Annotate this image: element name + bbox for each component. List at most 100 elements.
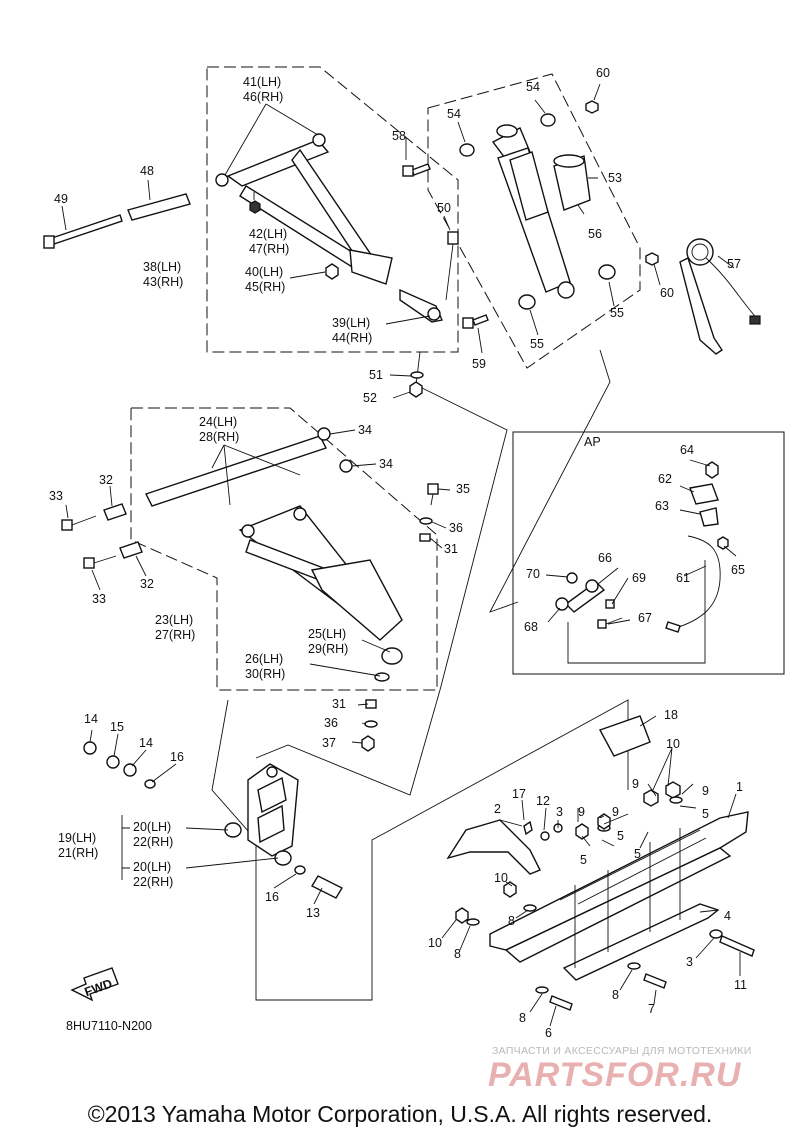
guide-line-ap-bottom: [567, 560, 706, 664]
upper-a-arm: [215, 133, 393, 285]
label-55a: 55: [610, 306, 624, 320]
label-9a: 9: [632, 777, 639, 791]
bolt-58: [402, 163, 431, 177]
guide-line-spindle-to-ski: [211, 699, 629, 1001]
bolt-35: [427, 483, 439, 506]
label-58: 58: [392, 129, 406, 143]
label-43: 43(RH): [143, 275, 183, 289]
label-42: 42(LH): [249, 227, 287, 241]
part-labels: 41(LH) 46(RH) 48 49 42(LH) 47(RH) 38(LH)…: [49, 66, 747, 1040]
label-36a: 36: [449, 521, 463, 535]
label-68: 68: [524, 620, 538, 634]
washers-36-31: [419, 517, 433, 542]
label-54a: 54: [447, 107, 461, 121]
label-16a: 16: [170, 750, 184, 764]
lower-a-arm: [145, 427, 403, 641]
label-46: 46(RH): [243, 90, 283, 104]
label-44: 44(RH): [332, 331, 372, 345]
label-34a: 34: [358, 423, 372, 437]
nut-42-47: [249, 200, 261, 214]
label-26: 26(LH): [245, 652, 283, 666]
label-32a: 32: [99, 473, 113, 487]
label-27: 27(RH): [155, 628, 195, 642]
label-10a: 10: [666, 737, 680, 751]
washer-51: [410, 371, 424, 379]
label-59: 59: [472, 357, 486, 371]
label-10b: 10: [494, 871, 508, 885]
washer-26-30: [374, 672, 390, 682]
label-20a: 20(LH): [133, 820, 171, 834]
guide-line-shock-to-ap: [489, 349, 611, 613]
label-21: 21(RH): [58, 846, 98, 860]
label-18: 18: [664, 708, 678, 722]
label-13: 13: [306, 906, 320, 920]
shock-absorber-53: [491, 124, 575, 299]
label-5a: 5: [702, 807, 709, 821]
ap-parts: [555, 461, 729, 633]
washer-16-shaft-13: [294, 865, 343, 899]
label-40: 40(LH): [245, 265, 283, 279]
bushings-20-22: [224, 822, 292, 866]
label-47: 47(RH): [249, 242, 289, 256]
label-37: 37: [322, 736, 336, 750]
label-2: 2: [494, 802, 501, 816]
label-55b: 55: [530, 337, 544, 351]
label-24: 24(LH): [199, 415, 237, 429]
diagram-code: 8HU7110-N200: [66, 1019, 152, 1033]
label-33b: 33: [92, 592, 106, 606]
label-31a: 31: [444, 542, 458, 556]
label-5b: 5: [617, 829, 624, 843]
label-9c: 9: [578, 805, 585, 819]
label-11: 11: [734, 978, 747, 992]
watermark-logo: PARTSFOR.RU: [488, 1056, 742, 1094]
label-16b: 16: [265, 890, 279, 904]
copyright-notice: ©2013 Yamaha Motor Corporation, U.S.A. A…: [87, 1101, 713, 1127]
bushings-54: [459, 113, 556, 157]
label-61: 61: [676, 571, 690, 585]
bolt-50: [445, 231, 459, 301]
label-66: 66: [598, 551, 612, 565]
label-52: 52: [363, 391, 377, 405]
label-49: 49: [54, 192, 68, 206]
label-14b: 14: [139, 736, 153, 750]
label-50: 50: [437, 201, 451, 215]
label-5c: 5: [580, 853, 587, 867]
label-69: 69: [632, 571, 646, 585]
label-34b: 34: [379, 457, 393, 471]
label-8b: 8: [454, 947, 461, 961]
label-32b: 32: [140, 577, 154, 591]
label-25: 25(LH): [308, 627, 346, 641]
bushings-55: [518, 264, 616, 310]
watermark-caption: ЗАПЧАСТИ И АКСЕССУАРЫ ДЛЯ МОТОТЕХНИКИ: [492, 1045, 752, 1057]
ski-hardware: [455, 781, 755, 1011]
label-38: 38(LH): [143, 260, 181, 274]
label-45: 45(RH): [245, 280, 285, 294]
label-57: 57: [727, 257, 741, 271]
label-48: 48: [140, 164, 154, 178]
label-22b: 22(RH): [133, 875, 173, 889]
label-29: 29(RH): [308, 642, 348, 656]
label-70: 70: [526, 567, 540, 581]
label-39: 39(LH): [332, 316, 370, 330]
label-23: 23(LH): [155, 613, 193, 627]
label-30: 30(RH): [245, 667, 285, 681]
label-17: 17: [512, 787, 526, 801]
nut-40-45: [325, 263, 339, 280]
label-10c: 10: [428, 936, 442, 950]
nuts-60: [585, 100, 659, 266]
label-3a: 3: [556, 805, 563, 819]
label-63: 63: [655, 499, 669, 513]
label-60b: 60: [660, 286, 674, 300]
upper-shaft-48: [127, 193, 191, 221]
label-8c: 8: [612, 988, 619, 1002]
label-8d: 8: [519, 1011, 526, 1025]
fwd-arrow: FWD: [70, 967, 119, 1002]
label-64: 64: [680, 443, 694, 457]
label-7: 7: [648, 1002, 655, 1016]
label-5d: 5: [634, 847, 641, 861]
label-54b: 54: [526, 80, 540, 94]
label-14a: 14: [84, 712, 98, 726]
label-53: 53: [608, 171, 622, 185]
label-51: 51: [369, 368, 383, 382]
label-36b: 36: [324, 716, 338, 730]
